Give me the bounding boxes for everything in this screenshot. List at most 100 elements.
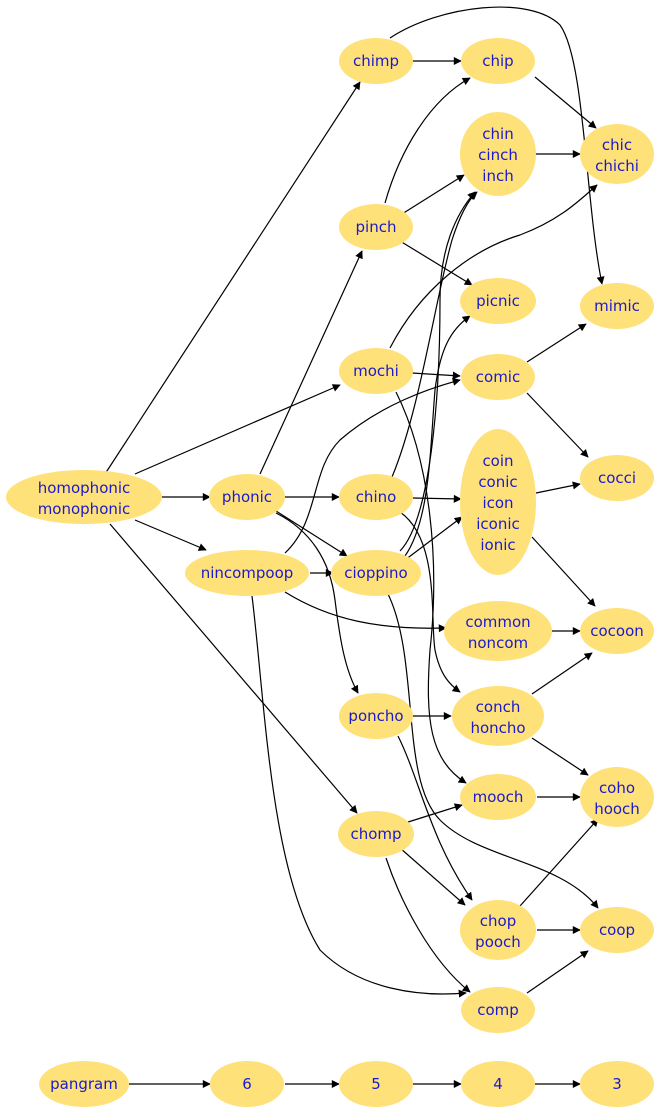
node-label: ionic bbox=[480, 536, 515, 554]
edge-comic-mimic bbox=[526, 323, 587, 363]
node-coin[interactable]: coin conic icon iconic ionic bbox=[460, 429, 536, 575]
edge-chino-conch bbox=[399, 511, 461, 693]
edge-nincompoop-comp bbox=[251, 595, 467, 998]
node-label: pooch bbox=[475, 933, 521, 951]
edge-conch-coho bbox=[531, 737, 589, 776]
node-6[interactable]: 6 bbox=[210, 1061, 284, 1107]
node-chino[interactable]: chino bbox=[339, 474, 413, 520]
node-picnic[interactable]: picnic bbox=[460, 278, 536, 324]
node-cioppino[interactable]: cioppino bbox=[331, 550, 421, 596]
node-coop[interactable]: coop bbox=[580, 907, 654, 953]
edge-chop-coho bbox=[519, 818, 599, 907]
node-conch[interactable]: conch honcho bbox=[452, 686, 544, 746]
node-chin[interactable]: chin cinch inch bbox=[460, 112, 536, 196]
node-label: chic bbox=[602, 136, 632, 154]
node-label: honcho bbox=[470, 719, 525, 737]
node-label: coho bbox=[599, 779, 635, 797]
edge-mochi-mooch bbox=[395, 391, 467, 784]
edge-homophonic-chimp bbox=[104, 81, 361, 475]
node-label: conic bbox=[478, 473, 517, 491]
node-4[interactable]: 4 bbox=[461, 1061, 535, 1107]
node-common[interactable]: common noncom bbox=[444, 601, 552, 661]
edge-nincompoop-comic bbox=[284, 377, 461, 554]
node-label: picnic bbox=[476, 292, 520, 310]
node-label: chichi bbox=[595, 157, 639, 175]
node-chop[interactable]: chop pooch bbox=[460, 900, 536, 960]
node-label: 3 bbox=[612, 1075, 622, 1093]
edge-pinch-chip bbox=[384, 77, 471, 204]
node-phonic[interactable]: phonic bbox=[209, 474, 285, 520]
node-label: comic bbox=[476, 368, 520, 386]
node-label: cocoon bbox=[590, 622, 644, 640]
node-label: mimic bbox=[594, 297, 640, 315]
node-mochi[interactable]: mochi bbox=[339, 348, 413, 394]
edge-phonic-pinch bbox=[259, 250, 363, 475]
node-pinch[interactable]: pinch bbox=[339, 204, 413, 250]
node-label: chomp bbox=[350, 825, 401, 843]
edge-chomp-chop bbox=[399, 847, 466, 906]
node-label: pinch bbox=[356, 218, 397, 236]
node-label: hooch bbox=[594, 800, 640, 818]
node-label: mochi bbox=[353, 362, 399, 380]
node-cocci[interactable]: cocci bbox=[580, 455, 654, 501]
node-label: chimp bbox=[353, 52, 399, 70]
node-coho[interactable]: coho hooch bbox=[580, 767, 654, 827]
node-pangram[interactable]: pangram bbox=[39, 1061, 129, 1107]
edge-coin-cocci bbox=[535, 481, 581, 494]
node-chic[interactable]: chic chichi bbox=[580, 124, 654, 184]
node-label: common bbox=[465, 613, 530, 631]
node-comic[interactable]: comic bbox=[461, 354, 535, 400]
node-chip[interactable]: chip bbox=[461, 38, 535, 84]
edge-cioppino-chin bbox=[399, 191, 476, 552]
node-label: iconic bbox=[476, 515, 520, 533]
node-homophonic[interactable]: homophonic monophonic bbox=[6, 470, 162, 524]
edge-chomp-comp bbox=[385, 857, 471, 993]
node-nincompoop[interactable]: nincompoop bbox=[185, 550, 309, 596]
node-label: nincompoop bbox=[201, 564, 294, 582]
node-label: homophonic bbox=[38, 479, 131, 497]
node-cocoon[interactable]: cocoon bbox=[580, 608, 654, 654]
node-label: poncho bbox=[348, 707, 403, 725]
node-label: 6 bbox=[242, 1075, 252, 1093]
node-label: mooch bbox=[473, 788, 524, 806]
node-label: chino bbox=[356, 488, 397, 506]
edge-comic-cocci bbox=[526, 392, 589, 458]
edge-phonic-cioppino bbox=[275, 510, 348, 557]
node-label: comp bbox=[477, 1001, 519, 1019]
node-mimic[interactable]: mimic bbox=[580, 283, 654, 329]
node-poncho[interactable]: poncho bbox=[339, 693, 413, 739]
node-label: 4 bbox=[493, 1075, 503, 1093]
edge-pinch-picnic bbox=[399, 240, 473, 286]
node-label: inch bbox=[482, 167, 513, 185]
edge-homophonic-mochi bbox=[134, 384, 341, 475]
node-label: phonic bbox=[222, 488, 272, 506]
edge-coin-cocoon bbox=[531, 536, 596, 607]
node-label: chop bbox=[480, 912, 516, 930]
node-label: conch bbox=[476, 698, 521, 716]
edge-homophonic-nincompoop bbox=[134, 519, 207, 551]
edge-mochi-chic bbox=[389, 184, 598, 349]
node-label: chip bbox=[482, 52, 513, 70]
edge-cioppino-coin bbox=[404, 516, 463, 561]
node-5[interactable]: 5 bbox=[339, 1061, 413, 1107]
edge-poncho-chop bbox=[397, 735, 473, 901]
edge-cioppino-coop bbox=[387, 593, 599, 909]
node-label: cinch bbox=[478, 146, 518, 164]
edge-pinch-chin bbox=[401, 174, 465, 215]
edge-phonic-poncho bbox=[275, 512, 359, 694]
edge-chimp-mimic bbox=[389, 6, 605, 285]
edge-chino-chin bbox=[391, 191, 478, 478]
node-label: coop bbox=[599, 921, 635, 939]
node-3[interactable]: 3 bbox=[580, 1061, 654, 1107]
node-comp[interactable]: comp bbox=[461, 987, 535, 1033]
edge-chomp-mooch bbox=[404, 803, 463, 824]
node-label: coin bbox=[482, 452, 513, 470]
edge-mochi-comic bbox=[411, 371, 461, 380]
edge-nincompoop-common bbox=[284, 591, 447, 633]
node-chomp[interactable]: chomp bbox=[338, 811, 414, 857]
edges bbox=[104, 6, 605, 1088]
node-mooch[interactable]: mooch bbox=[460, 774, 536, 820]
node-label: cocci bbox=[598, 469, 636, 487]
node-chimp[interactable]: chimp bbox=[339, 38, 413, 84]
